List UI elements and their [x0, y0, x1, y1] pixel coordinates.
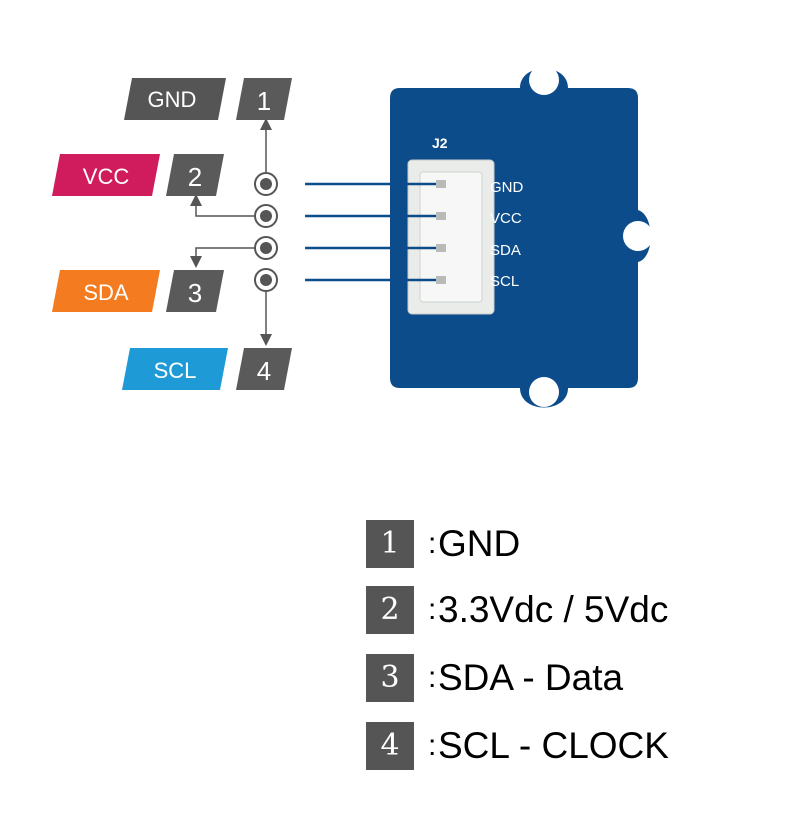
- tag-sda: [52, 270, 160, 312]
- pin-circle-1: [254, 172, 278, 196]
- legend-separator: :: [428, 593, 437, 626]
- tag-number-3: [166, 270, 224, 312]
- tag-number-4-text: 4: [257, 356, 271, 386]
- legend-separator: :: [428, 729, 437, 762]
- tag-number-4: [236, 348, 292, 390]
- tag-scl-text: SCL: [154, 358, 197, 383]
- tag-vcc-text: VCC: [83, 164, 130, 189]
- tag-number-1-text: 1: [257, 86, 271, 116]
- board-pin-label-sda: SDA: [490, 242, 521, 259]
- mounting-hole-bottom: [529, 377, 559, 407]
- legend-number: 1: [366, 520, 414, 568]
- legend-row: 4 : SCL - CLOCK: [366, 722, 766, 770]
- tag-vcc: [52, 154, 160, 196]
- legend-text: 3.3Vdc / 5Vdc: [438, 589, 669, 630]
- tag-sda-text: SDA: [83, 280, 129, 305]
- mounting-hole-top: [529, 65, 559, 95]
- tag-scl: [122, 348, 228, 390]
- legend-text: SCL - CLOCK: [438, 725, 669, 766]
- legend-number: 3: [366, 654, 414, 702]
- tag-gnd: [124, 78, 226, 120]
- legend-row: 3 : SDA - Data: [366, 654, 766, 702]
- pin-arrows: [190, 118, 272, 346]
- legend-text: GND: [438, 523, 521, 564]
- board-pin-label-gnd: GND: [490, 179, 524, 196]
- legend-row: 1 : GND: [366, 520, 766, 568]
- connector-pins: [436, 180, 446, 284]
- connector-label: J2: [432, 135, 448, 151]
- board-pin-label-scl: SCL: [490, 273, 519, 290]
- legend-number: 4: [366, 722, 414, 770]
- tag-number-2-text: 2: [188, 162, 202, 192]
- legend-separator: :: [428, 527, 437, 560]
- tag-number-3-text: 3: [188, 278, 202, 308]
- board-pin-labels: GND VCC SDA SCL: [490, 179, 524, 290]
- mounting-hole-right: [623, 221, 653, 251]
- tag-number-1: [236, 78, 292, 120]
- tag-gnd-text: GND: [148, 87, 197, 112]
- pin-circle-4: [254, 268, 278, 292]
- legend-text: SDA - Data: [438, 657, 624, 698]
- pin-circle-3: [254, 236, 278, 260]
- pin-circles: [254, 172, 278, 292]
- board-pin-label-vcc: VCC: [490, 210, 522, 227]
- legend-separator: :: [428, 661, 437, 694]
- legend-row: 2 : 3.3Vdc / 5Vdc: [366, 586, 766, 634]
- grove-module-board: J2 GND VCC SDA SCL: [390, 65, 653, 408]
- wires: [305, 182, 436, 282]
- pin-circle-2: [254, 204, 278, 228]
- tag-number-2: [166, 154, 224, 196]
- legend-number: 2: [366, 586, 414, 634]
- pin-tags: GND 1 VCC 2 SDA 3 SCL 4: [52, 78, 292, 390]
